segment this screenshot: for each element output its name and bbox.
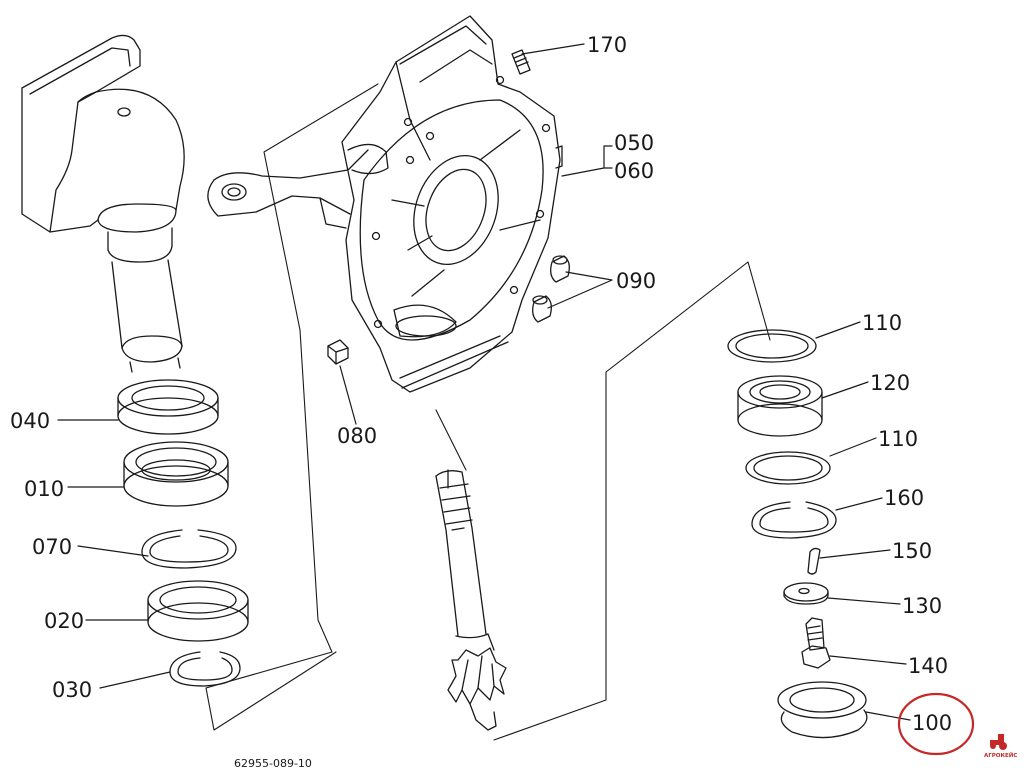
shim-110-upper [727,329,817,363]
shim-110-lower [745,451,831,485]
tractor-icon [990,734,1007,750]
snap-ring-070 [141,529,237,569]
label-130: 130 [902,594,942,618]
bearing-020 [147,580,249,642]
label-160: 160 [884,486,924,510]
housing-elbow [21,34,185,373]
reference-lines [205,83,771,741]
washer-130 [783,582,829,605]
bearing-120 [737,375,823,437]
plug-170 [511,49,531,75]
plug-080 [327,339,349,365]
pin-150 [807,547,821,575]
label-010: 010 [24,477,64,501]
shaft [435,469,507,731]
label-170: 170 [587,33,627,57]
label-020: 020 [44,609,84,633]
drawing-number: 62955-089-10 [234,757,312,768]
logo-text: АГРОКЕЙС [984,751,1017,759]
cap-100 [777,681,868,739]
highlight-circle [897,692,975,756]
snap-ring-030 [169,651,241,687]
label-090: 090 [616,269,656,293]
brand-logo: АГРОКЕЙС [984,734,1017,759]
label-070: 070 [32,535,72,559]
label-150: 150 [892,539,932,563]
pin-090-upper [550,255,570,283]
gear-case [341,15,563,393]
label-050: 050 [614,131,654,155]
label-120: 120 [870,371,910,395]
knuckle-arm [207,143,389,229]
label-110-lower: 110 [878,427,918,451]
label-030: 030 [52,678,92,702]
label-110-upper: 110 [862,311,902,335]
snap-ring-160 [751,501,837,539]
label-140: 140 [908,654,948,678]
label-060: 060 [614,159,654,183]
pin-090-lower [532,295,552,323]
label-100: 100 [912,711,952,735]
label-080: 080 [337,424,377,448]
bearing-010 [123,441,229,507]
bolt-140 [801,617,831,669]
leader-lines [57,43,911,721]
part-labels: 170 050 060 090 080 040 010 070 020 030 … [10,33,952,735]
seal-040 [117,379,219,435]
label-040: 040 [10,409,50,433]
